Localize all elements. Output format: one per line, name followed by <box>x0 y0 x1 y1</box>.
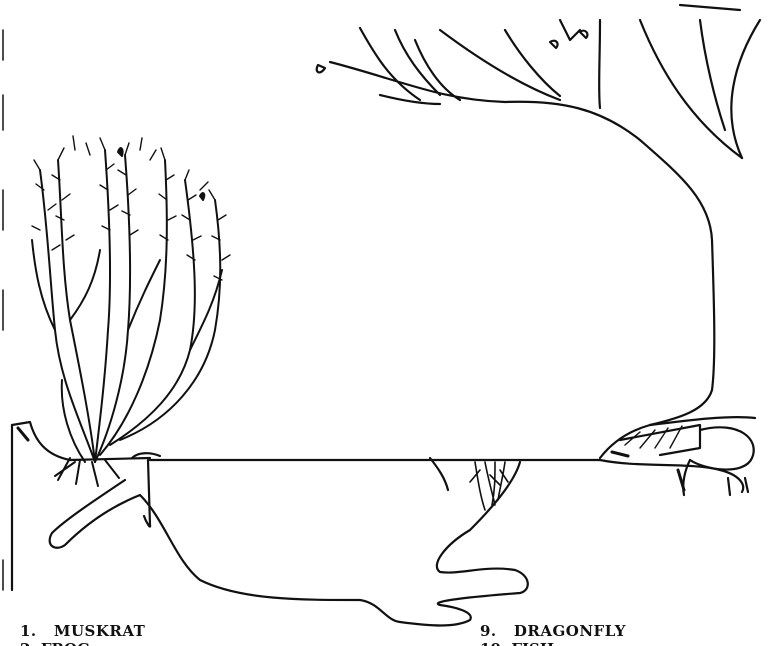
water-surface <box>132 453 600 460</box>
label-dragonfly: 9. DRAGONFLY <box>480 622 626 640</box>
shrub-cluster <box>32 136 230 462</box>
label-cut-off-right: 10. FISH <box>480 640 554 646</box>
submerged-plant <box>470 462 508 510</box>
label-muskrat-number: 1. <box>20 622 37 640</box>
label-dragonfly-name: DRAGONFLY <box>514 622 626 640</box>
right-bank-burrow <box>600 417 755 495</box>
label-cut-off-left: 2. FROG <box>20 640 90 646</box>
overhanging-tree <box>317 5 760 425</box>
left-bank <box>12 422 150 590</box>
label-muskrat: 1. MUSKRAT <box>20 622 145 640</box>
pond-bottom <box>50 458 528 626</box>
label-dragonfly-number: 9. <box>480 622 497 640</box>
label-muskrat-name: MUSKRAT <box>54 622 146 640</box>
